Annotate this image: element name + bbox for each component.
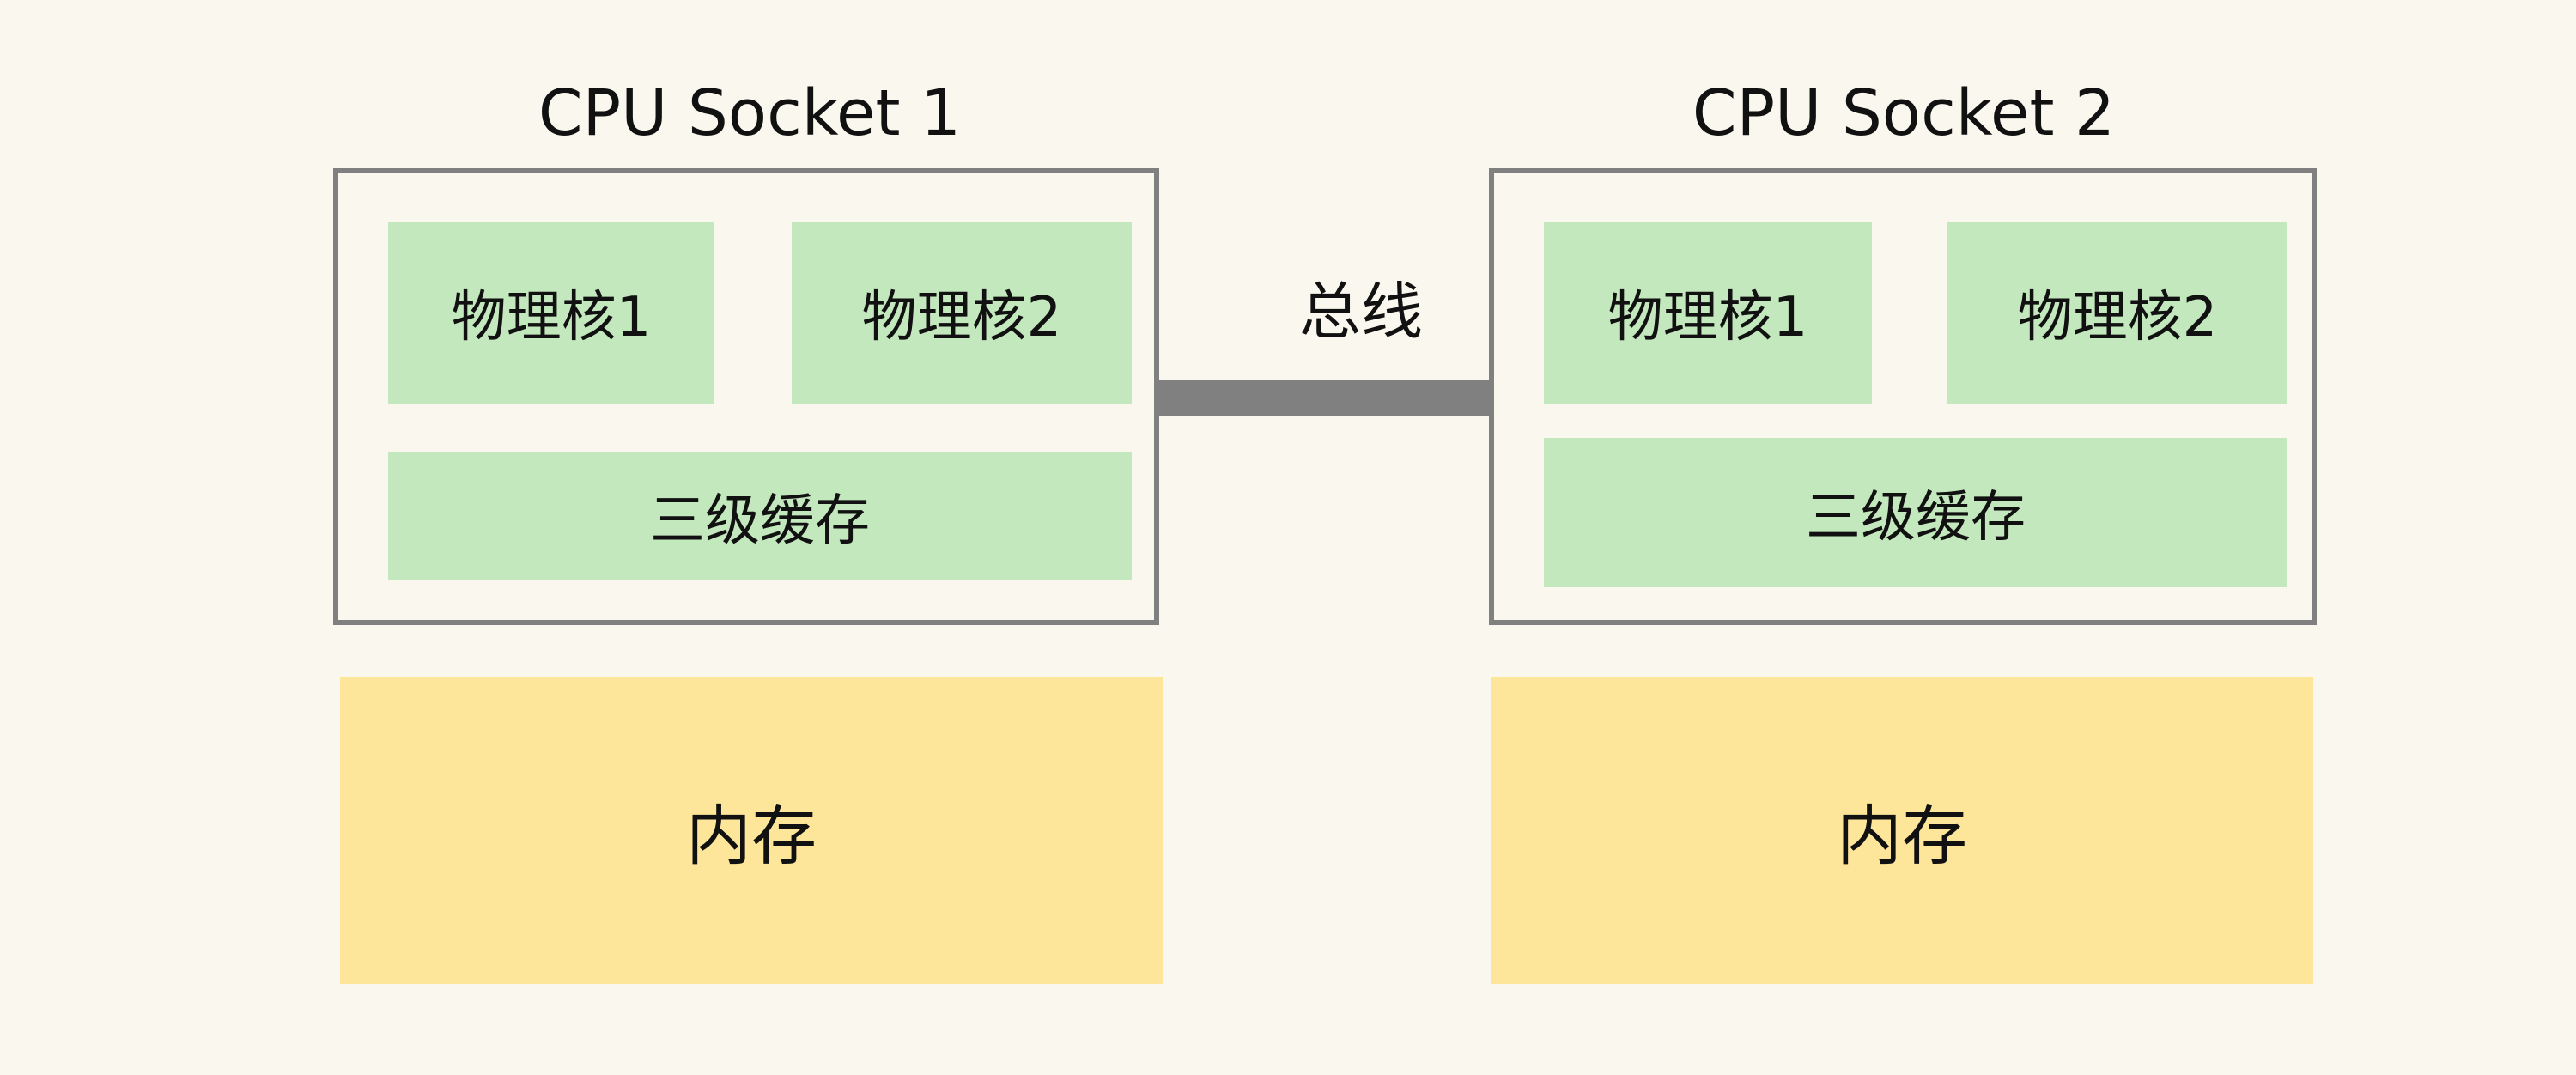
socket-2-l3-cache: 三级缓存 [1544, 438, 2287, 587]
socket-1-frame [333, 168, 1159, 625]
socket-2-memory: 内存 [1491, 677, 2313, 984]
socket-2-core-1: 物理核1 [1544, 222, 1872, 404]
socket-2-core-2: 物理核2 [1947, 222, 2287, 404]
socket-1-memory: 内存 [340, 677, 1163, 984]
socket-2-title: CPU Socket 2 [1692, 76, 2116, 150]
socket-2-frame [1489, 168, 2317, 625]
socket-1-title: CPU Socket 1 [538, 76, 962, 150]
bus-connector [1159, 380, 1492, 416]
bus-label: 总线 [1298, 276, 1423, 348]
socket-1-core-1: 物理核1 [388, 222, 714, 404]
socket-1-core-2: 物理核2 [792, 222, 1132, 404]
socket-1-l3-cache: 三级缓存 [388, 452, 1132, 580]
